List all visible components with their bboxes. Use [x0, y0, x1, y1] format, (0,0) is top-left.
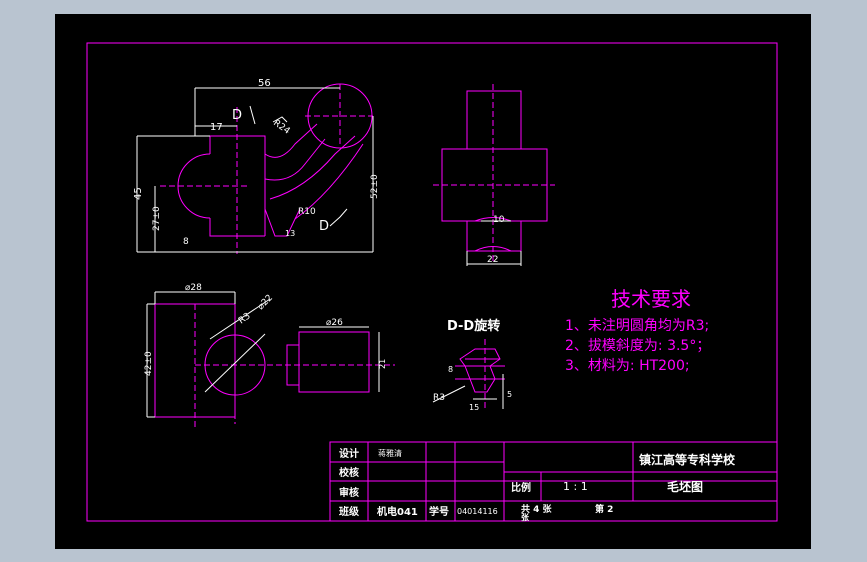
- dim-radius: R3: [237, 311, 253, 326]
- dd-dim-r: R3: [433, 393, 445, 403]
- student-no-label: 学号: [429, 505, 449, 518]
- scale-value: 1 : 1: [563, 480, 588, 493]
- tech-item-3: 3、材料为: HT200;: [565, 358, 690, 374]
- scale-label: 比例: [511, 481, 531, 494]
- dim-small2: 13: [285, 229, 295, 238]
- dim-height-total: 45: [133, 187, 144, 200]
- dim-height: 42±0: [144, 351, 154, 376]
- section-mark-bottom: D: [319, 219, 329, 234]
- dim-center-height: 52±0: [370, 174, 380, 199]
- dd-dim-c: 15: [469, 403, 479, 412]
- label-review: 审核: [339, 486, 359, 499]
- dim-small: 8: [183, 237, 189, 247]
- label-check: 校核: [339, 466, 359, 479]
- tech-item-2: 2、拔模斜度为: 3.5°；: [565, 338, 710, 354]
- dim-slot: 10: [493, 215, 505, 225]
- dim-dia-right: ⌀26: [326, 318, 343, 328]
- side-view: 22 10: [433, 84, 555, 266]
- drawing-sheet: 56 17 45 27±0 52±0 R24 R10 8 13 D D 22 1…: [55, 14, 811, 549]
- dim-small-right: 21: [378, 359, 387, 369]
- dim-radius-top: R24: [271, 118, 291, 137]
- label-class: 班级: [339, 505, 360, 518]
- label-design: 设计: [339, 447, 359, 460]
- school-name: 镇江高等专科学校: [639, 452, 736, 467]
- dd-dim-a: 8: [448, 365, 453, 374]
- top-view: ⌀28 ⌀22 R3 42±0 ⌀26 21: [144, 283, 395, 429]
- front-view: 56 17 45 27±0 52±0 R24 R10 8 13 D D: [133, 78, 380, 254]
- dim-width-top: 56: [258, 78, 271, 89]
- sheets-total: 共 4 张: [521, 503, 553, 515]
- designer-name: 蒋雅清: [378, 448, 402, 458]
- drawing-frame: [86, 42, 778, 522]
- class-name: 机电041: [377, 505, 418, 518]
- section-dd: D-D旋转 R3 8 5 15: [432, 318, 512, 412]
- dim-offset: 17: [210, 122, 223, 133]
- title-block: 设计 校核 审核 班级 蒋雅清 机电041 学号 04014116 镇江高等专科…: [329, 441, 778, 522]
- dd-dim-b: 5: [507, 390, 512, 399]
- dim-width-bottom: 22: [487, 255, 498, 265]
- tech-title: 技术要求: [611, 287, 691, 311]
- tech-item-1: 1、未注明圆角均为R3;: [565, 318, 709, 334]
- section-dd-title: D-D旋转: [447, 318, 500, 334]
- dim-dia-left: ⌀28: [185, 283, 202, 293]
- dim-radius-mid: R10: [298, 207, 316, 217]
- dim-height-lower: 27±0: [152, 206, 162, 231]
- drawing-canvas: 56 17 45 27±0 52±0 R24 R10 8 13 D D 22 1…: [86, 42, 778, 522]
- sheet-suffix: 张: [521, 513, 530, 522]
- section-mark-top: D: [232, 108, 242, 123]
- student-no: 04014116: [457, 507, 498, 516]
- tech-requirements: 技术要求 1、未注明圆角均为R3; 2、拔模斜度为: 3.5°； 3、材料为: …: [565, 287, 710, 374]
- dim-dia-mid: ⌀22: [256, 293, 275, 312]
- sheet-number: 第 2: [595, 503, 613, 515]
- drawing-name: 毛坯图: [667, 479, 703, 494]
